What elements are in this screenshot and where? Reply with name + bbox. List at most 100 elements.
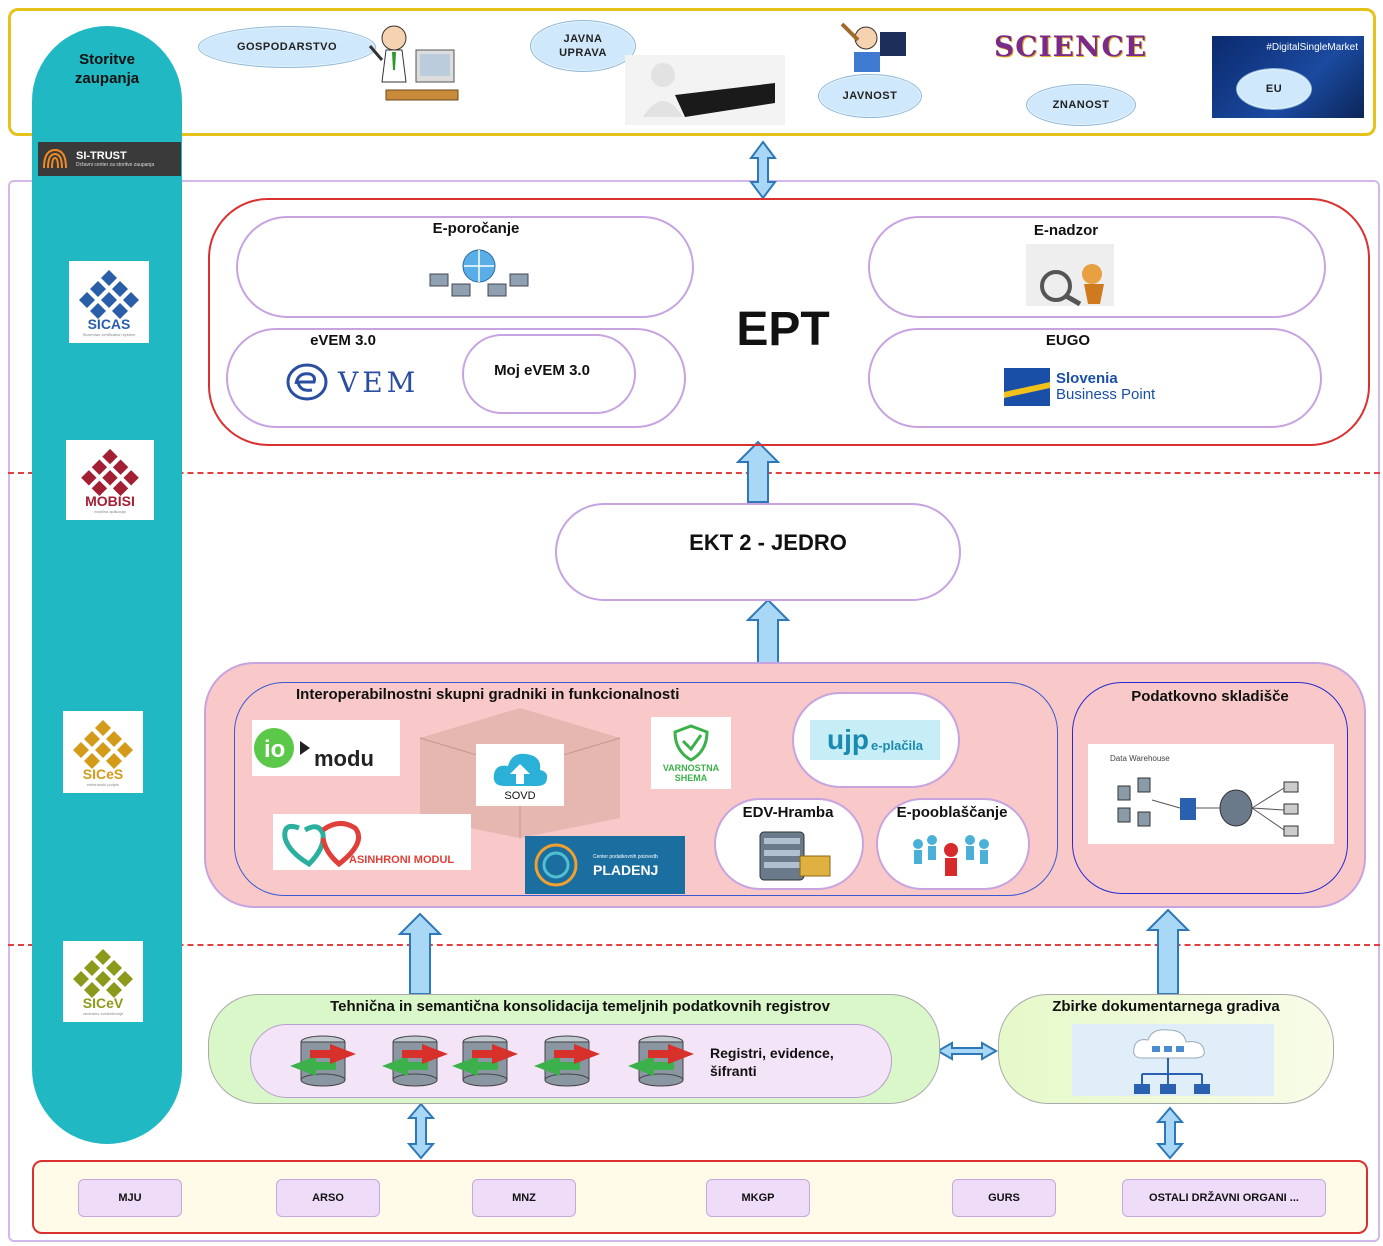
si-trust-logo: SI-TRUST Državni center za storitve zaup… [38,142,181,176]
sbp-line2: Business Point [1056,386,1156,403]
interop-title: Interoperabilnostni skupni gradniki in f… [296,686,680,703]
arrow-up-ekt-to-ept [735,440,781,503]
e-porocanje-box [236,216,694,318]
asinhroni-modul-logo: ASINHRONI MODUL [273,814,471,870]
mobisi-sub: mobilna aplikacija [94,508,126,514]
cloud-gospodarstvo: GOSPODARSTVO [198,26,376,68]
organ-gurs: GURS [952,1179,1056,1217]
businessman-illustration [366,20,462,110]
database-icon [628,1034,694,1088]
io-modu-text: modu [314,746,374,771]
fingerprint-icon [43,148,67,169]
sovd-text: SOVD [504,790,536,802]
asinhroni-text: ASINHRONI MODUL [349,854,455,866]
organ-mkgp: MKGP [706,1179,810,1217]
cloud-znanost: ZNANOST [1026,84,1136,126]
detective-magnifier-icon [1026,244,1114,306]
ept-title: EPT [736,303,830,356]
sicas-logo: SICAS Slovenian certification system [69,261,149,343]
sicas-name: SICAS [87,315,131,332]
cloud-upload-icon [493,753,548,786]
pladenj-text: PLADENJ [593,862,659,878]
warehouse-box [1072,682,1348,894]
layer-divider-1 [8,472,1380,474]
data-warehouse-diagram: Data Warehouse [1088,744,1334,844]
ekt-jedro-box [555,503,961,601]
main-frame [8,180,1380,1242]
ept-container [208,198,1370,446]
moj-evem-label: Moj eVEM 3.0 [494,362,590,379]
zbirke-title: Zbirke dokumentarnega gradiva [1052,998,1280,1015]
registri-text: Registri, evidence, šifranti [710,1045,834,1079]
evem-logo: VEM [286,362,419,402]
ujp-logo: ujp e-plačila [810,720,940,760]
public-illustration [830,16,914,76]
arrow-up-zbirke-to-warehouse [1145,908,1191,995]
sicev-sub: centralno evidentiranje [82,1011,124,1016]
cloud-javna-uprava-label: JAVNA UPRAVA [559,33,607,59]
evem-e-icon [286,363,328,401]
si-trust-title: SI-TRUST [76,150,127,162]
database-icon [534,1034,600,1088]
moj-evem-box [462,334,636,414]
evem-label: eVEM 3.0 [310,332,376,349]
arrow-top-double [749,140,777,200]
cloud-eu: EU [1236,68,1312,110]
database-icon [382,1034,448,1088]
sovd-logo: SOVD [476,744,564,806]
e-nadzor-label: E-nadzor [1033,222,1099,239]
sicev-logo: SICeV centralno evidentiranje [63,941,143,1022]
ujp-text: ujp [826,724,869,755]
cloud-javnost: JAVNOST [818,74,922,118]
database-icon [290,1034,356,1088]
arrow-zbirke-organs [1155,1106,1185,1160]
evem-logo-text: VEM [338,365,420,399]
interop-inner [234,682,1058,896]
eugo-box [868,328,1322,428]
arrow-registri-organs [406,1102,436,1160]
diamond-grid-icon [81,448,139,496]
hearts-icon [282,821,361,868]
data-warehouse-label: Data Warehouse [1110,754,1170,763]
organ-ostali: OSTALI DRŽAVNI ORGANI ... [1122,1179,1326,1217]
io-modu-logo: io modu [252,720,400,776]
warehouse-title: Podatkovno skladišče [1131,688,1289,705]
sices-logo: SICeS elektronski podpis [63,711,143,793]
network-globe-icon [424,242,534,304]
arrow-up-interop-to-ekt [745,598,791,665]
registri-title: Tehnična in semantična konsolidacija tem… [330,998,830,1015]
diamond-grid-icon [73,719,133,769]
e-porocanje-label: E-poročanje [432,220,520,237]
science-word-art: SCIENCE [994,30,1148,63]
diamond-grid-icon [79,269,139,319]
ujp-sub: e-plačila [870,737,924,753]
shield-check-icon [673,724,709,762]
sbp-line1: Slovenia [1056,370,1118,387]
arrow-up-registri-to-interop [397,912,443,995]
io-icon: io [254,728,310,768]
diamond-grid-icon [73,949,133,998]
pladenj-small: Center podatkovnih poizvedb [593,854,658,860]
database-icon [452,1034,518,1088]
organ-arso: ARSO [276,1179,380,1217]
e-pooblascanje-label: E-pooblaščanje [896,804,1008,821]
edv-hramba-label: EDV-Hramba [742,804,834,821]
dsm-label: #DigitalSingleMarket [1266,42,1358,53]
si-trust-subtitle: Državni center za storitve zaupanja [76,162,155,168]
svg-text:io: io [264,736,285,763]
sices-sub: elektronski podpis [86,781,120,787]
cloud-archive-illustration [1072,1024,1274,1096]
organ-mnz: MNZ [472,1179,576,1217]
varnostna-shema-logo: VARNOSTNA SHEMA [651,717,731,789]
sicas-sub: Slovenian certification system [82,331,136,337]
people-group-icon [908,828,994,878]
mobisi-logo: MOBISI mobilna aplikacija [66,440,154,520]
pladenj-logo: Center podatkovnih poizvedb PLADENJ [525,836,685,894]
sices-name: SICeS [82,765,124,782]
slovenia-business-point-logo: Slovenia Business Point [1004,368,1155,406]
storitve-zaupanja-label: Storitve zaupanja [74,51,140,87]
layer-divider-2 [8,944,1380,946]
organ-mju: MJU [78,1179,182,1217]
public-administration-illustration [625,55,785,125]
